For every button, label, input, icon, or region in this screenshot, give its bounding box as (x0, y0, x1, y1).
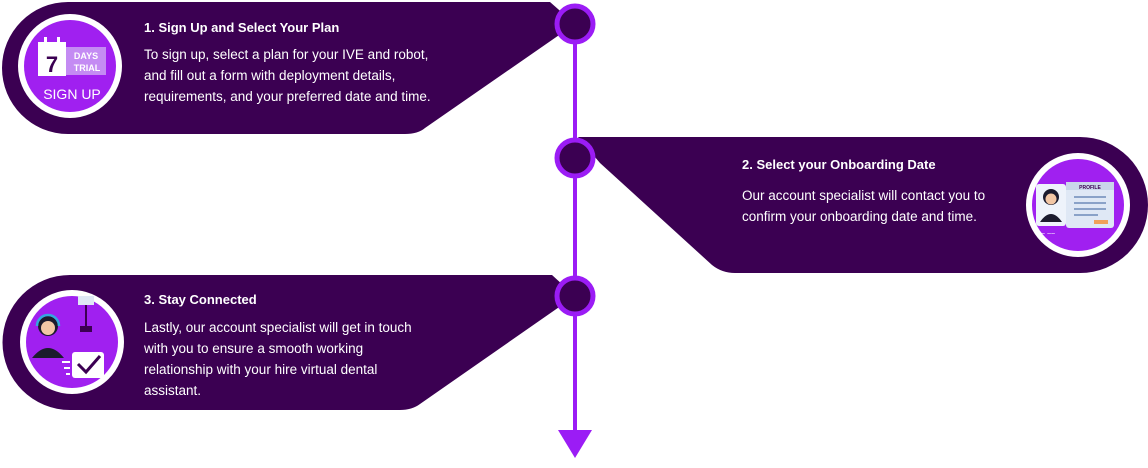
step-card-1 (2, 2, 575, 134)
step-3-title: 3. Stay Connected (144, 292, 257, 307)
step-2-title: 2. Select your Onboarding Date (742, 157, 936, 172)
badge-number: 7 (46, 52, 58, 77)
step-card-2 (578, 137, 1148, 273)
step-card-3 (2, 275, 576, 410)
badge-trial: TRIAL (74, 63, 101, 73)
badge-days: DAYS (74, 51, 98, 61)
step-1-title: 1. Sign Up and Select Your Plan (144, 20, 340, 35)
timeline-arrow-icon (558, 430, 592, 458)
timeline-node-3 (554, 275, 596, 317)
step-3-description: Lastly, our account specialist will get … (144, 320, 412, 398)
support-agent-icon (20, 290, 124, 394)
timeline-node-1 (554, 3, 596, 45)
badge-profile: PROFILE (1079, 185, 1101, 191)
timeline-node-2 (554, 137, 596, 179)
svg-text:~~ ~~: ~~ ~~ (1037, 231, 1055, 238)
profile-card-icon: PROFILE ~~ ~~ (1026, 153, 1130, 257)
step-2-description: Our account specialist will contact you … (742, 188, 986, 224)
badge-signup: SIGN UP (43, 86, 101, 102)
calendar-signup-icon: 7 DAYS TRIAL SIGN UP (18, 14, 122, 118)
step-1-description: To sign up, select a plan for your IVE a… (144, 47, 431, 104)
